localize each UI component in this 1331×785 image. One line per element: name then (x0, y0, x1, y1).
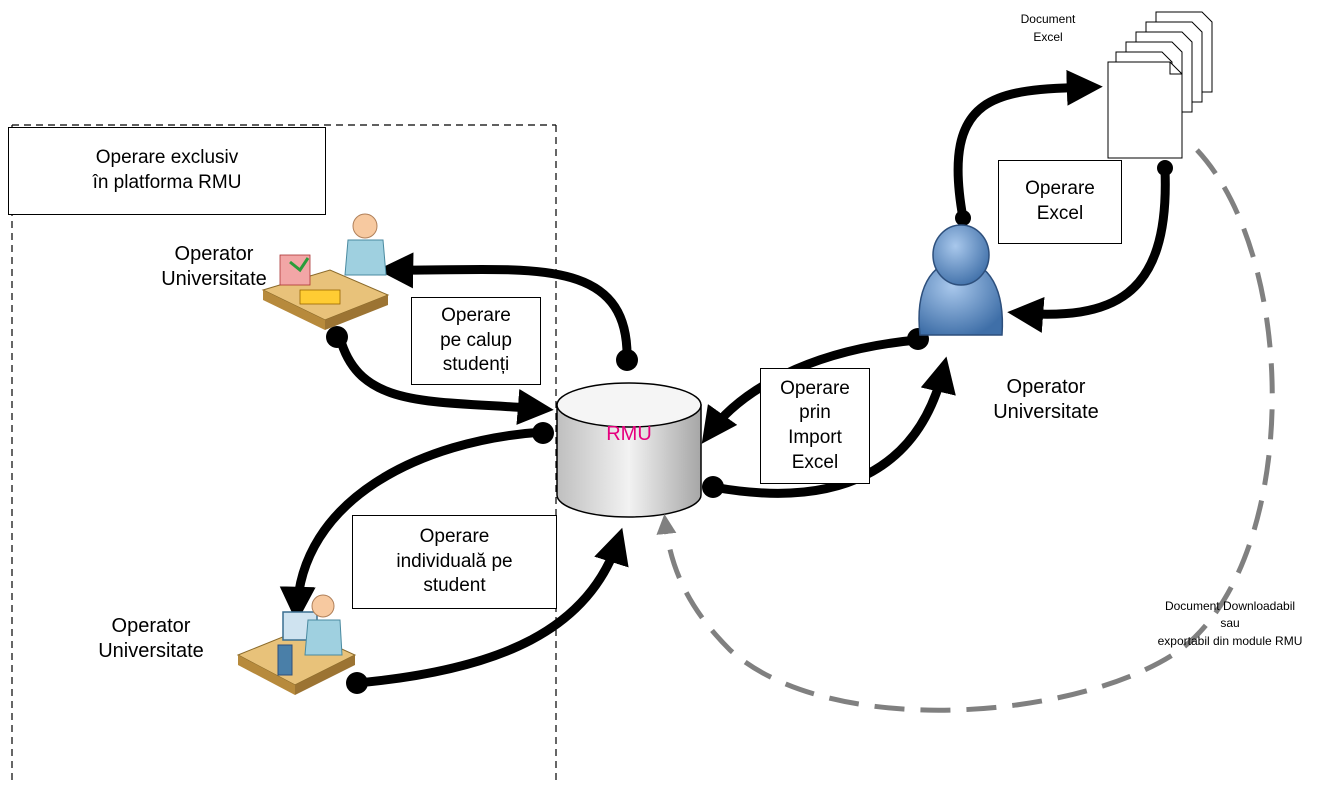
excel-documents-icon (1107, 11, 1213, 159)
arrow-rmu-to-top-operator (377, 252, 632, 365)
operator-computer-icon (236, 594, 357, 695)
rmu-label: RMU (606, 423, 652, 445)
connector-dots (326, 160, 1173, 694)
individual-operation-box: Operare individuală pe student (352, 515, 557, 609)
downloadable-document-label: Document Downloadabil sau exportabil din… (1157, 599, 1303, 648)
user-icon (918, 224, 1004, 336)
arrow-top-operator-to-rmu (335, 333, 554, 425)
platform-zone-border (11, 124, 557, 780)
operator-bottom-left-label: Operator Universitate (98, 615, 204, 662)
import-operation-box: Operare prin Import Excel (760, 368, 870, 484)
batch-operation-box: Operare pe calup studenți (411, 297, 541, 385)
excel-document-label: Document Excel (1020, 12, 1076, 44)
arrow-document-to-rmu (656, 148, 1275, 713)
operator-desk-icon (261, 213, 390, 330)
platform-zone-title: Operare exclusiv în platforma RMU (8, 127, 326, 215)
arrow-excel-to-operator (1007, 165, 1170, 333)
arrow-bottom-operator-to-rmu (352, 527, 629, 688)
excel-operation-box: Operare Excel (998, 160, 1122, 244)
arrow-operator-to-excel (953, 69, 1103, 223)
rmu-database-icon (556, 382, 702, 518)
operator-top-left-label: Operator Universitate (161, 243, 267, 290)
arrow-rmu-to-bottom-operator (279, 427, 548, 623)
operator-right-label: Operator Universitate (993, 376, 1099, 423)
